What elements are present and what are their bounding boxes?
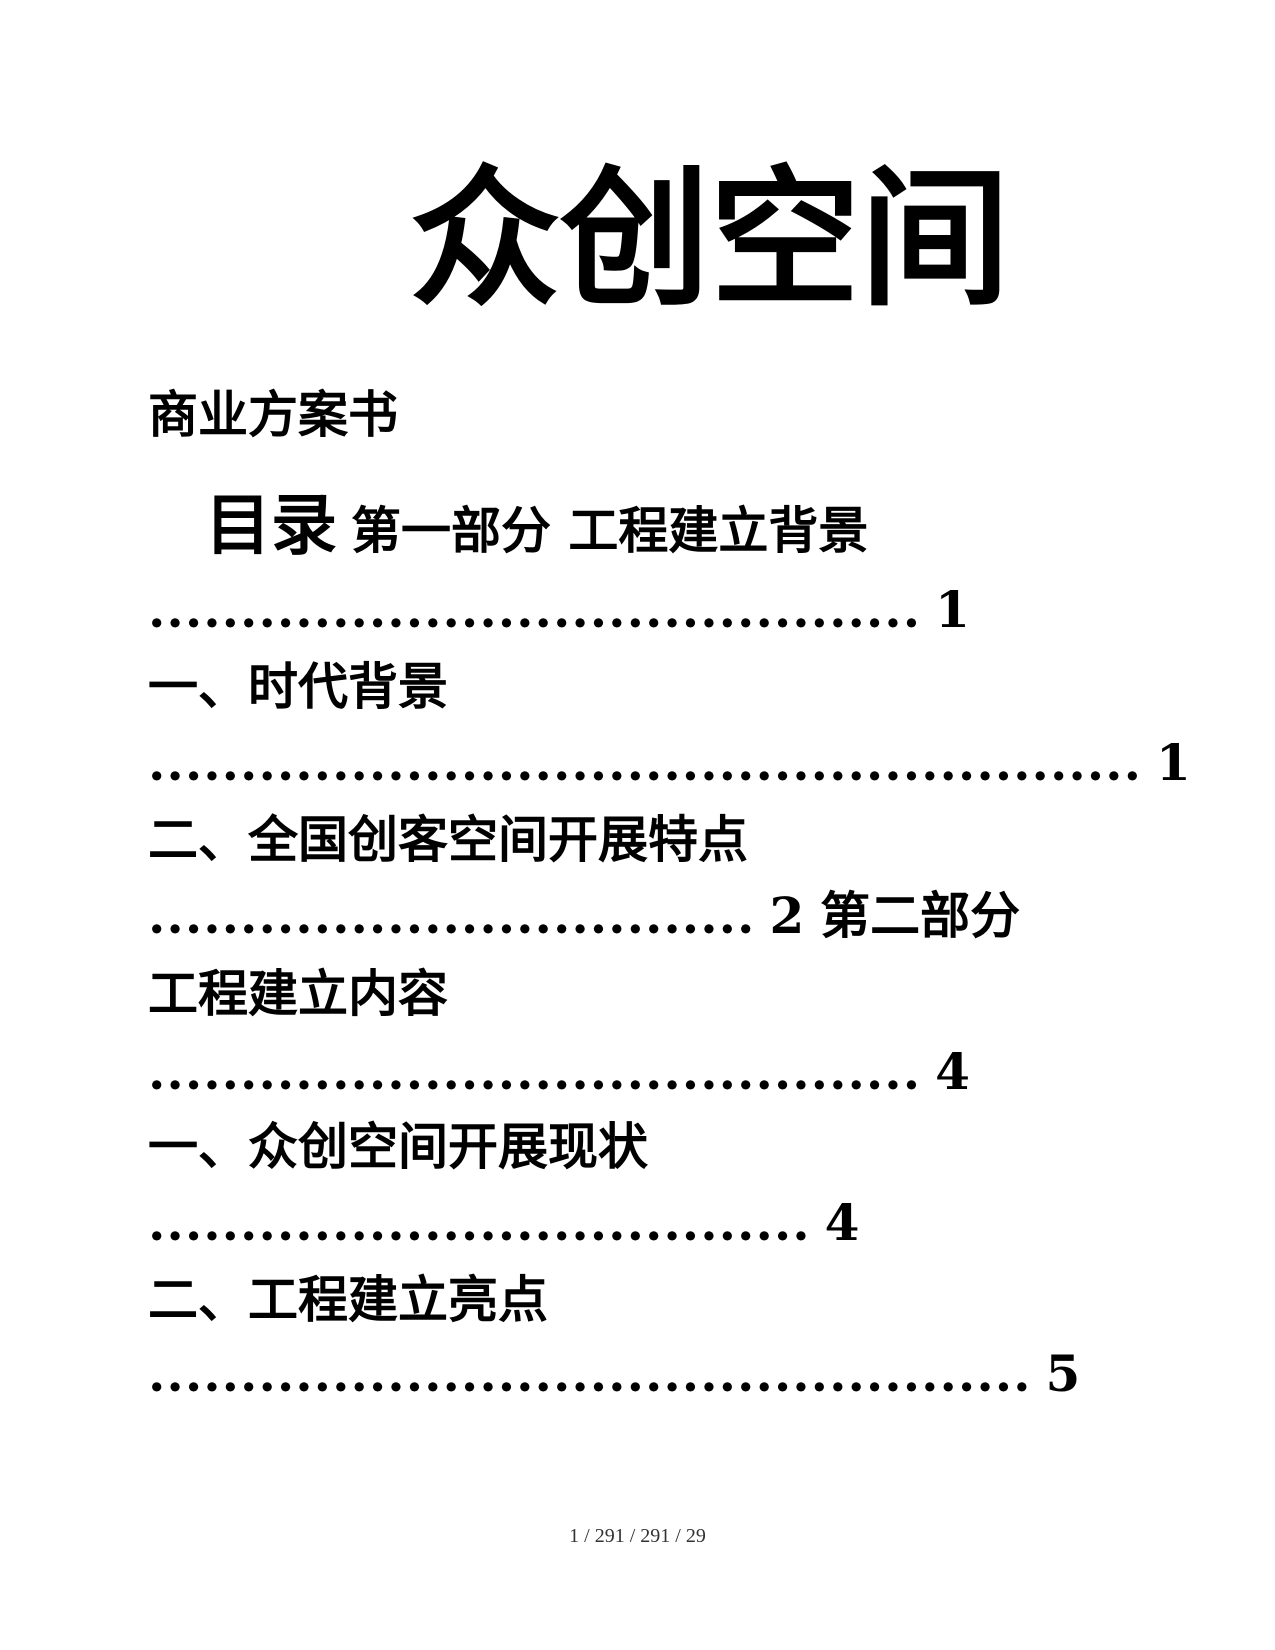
toc-heading-line: 目录第一部分 工程建立背景 bbox=[205, 490, 868, 566]
toc-leader-line: ....................................4 bbox=[148, 1193, 859, 1253]
toc-page-number: 1 bbox=[1156, 733, 1191, 792]
document-subtitle: 商业方案书 bbox=[148, 385, 398, 444]
toc-entry: 二、全国创客空间开展特点 bbox=[148, 810, 748, 869]
toc-leader-dots: ........................................… bbox=[148, 580, 922, 639]
page-footer: 1 / 291 / 291 / 29 bbox=[569, 1525, 706, 1547]
toc-leader-line: ........................................… bbox=[148, 733, 1191, 793]
toc-entry-part1: 第一部分 工程建立背景 bbox=[351, 501, 869, 560]
toc-entry: 工程建立内容 bbox=[148, 964, 448, 1023]
toc-page-number: 4 bbox=[935, 1042, 970, 1101]
toc-heading: 目录 bbox=[205, 486, 337, 564]
toc-leader-dots: ........................................… bbox=[148, 733, 1142, 792]
document-title: 众创空间 bbox=[410, 153, 1011, 327]
toc-leader-dots: ........................................… bbox=[148, 1344, 1032, 1403]
toc-leader-dots: ........................................… bbox=[148, 1042, 922, 1101]
toc-page-number: 5 bbox=[1045, 1344, 1081, 1403]
toc-page-number: 1 bbox=[935, 580, 970, 639]
toc-entry: 一、众创空间开展现状 bbox=[148, 1117, 648, 1176]
toc-entry: 一、时代背景 bbox=[148, 657, 448, 716]
toc-leader-line: ........................................… bbox=[148, 1344, 1080, 1404]
toc-leader-dots: .................................... bbox=[148, 1193, 811, 1252]
toc-page-number: 2 bbox=[769, 886, 805, 945]
toc-leader-dots: ................................. bbox=[148, 886, 756, 945]
toc-entry-part2: 第二部分 bbox=[820, 886, 1021, 945]
toc-page-number: 4 bbox=[824, 1193, 860, 1252]
toc-leader-line: ........................................… bbox=[148, 1042, 970, 1102]
toc-leader-line: .................................2 第二部分 bbox=[148, 886, 1020, 946]
toc-entry: 二、工程建立亮点 bbox=[148, 1270, 548, 1329]
toc-leader-line: ........................................… bbox=[148, 580, 970, 640]
